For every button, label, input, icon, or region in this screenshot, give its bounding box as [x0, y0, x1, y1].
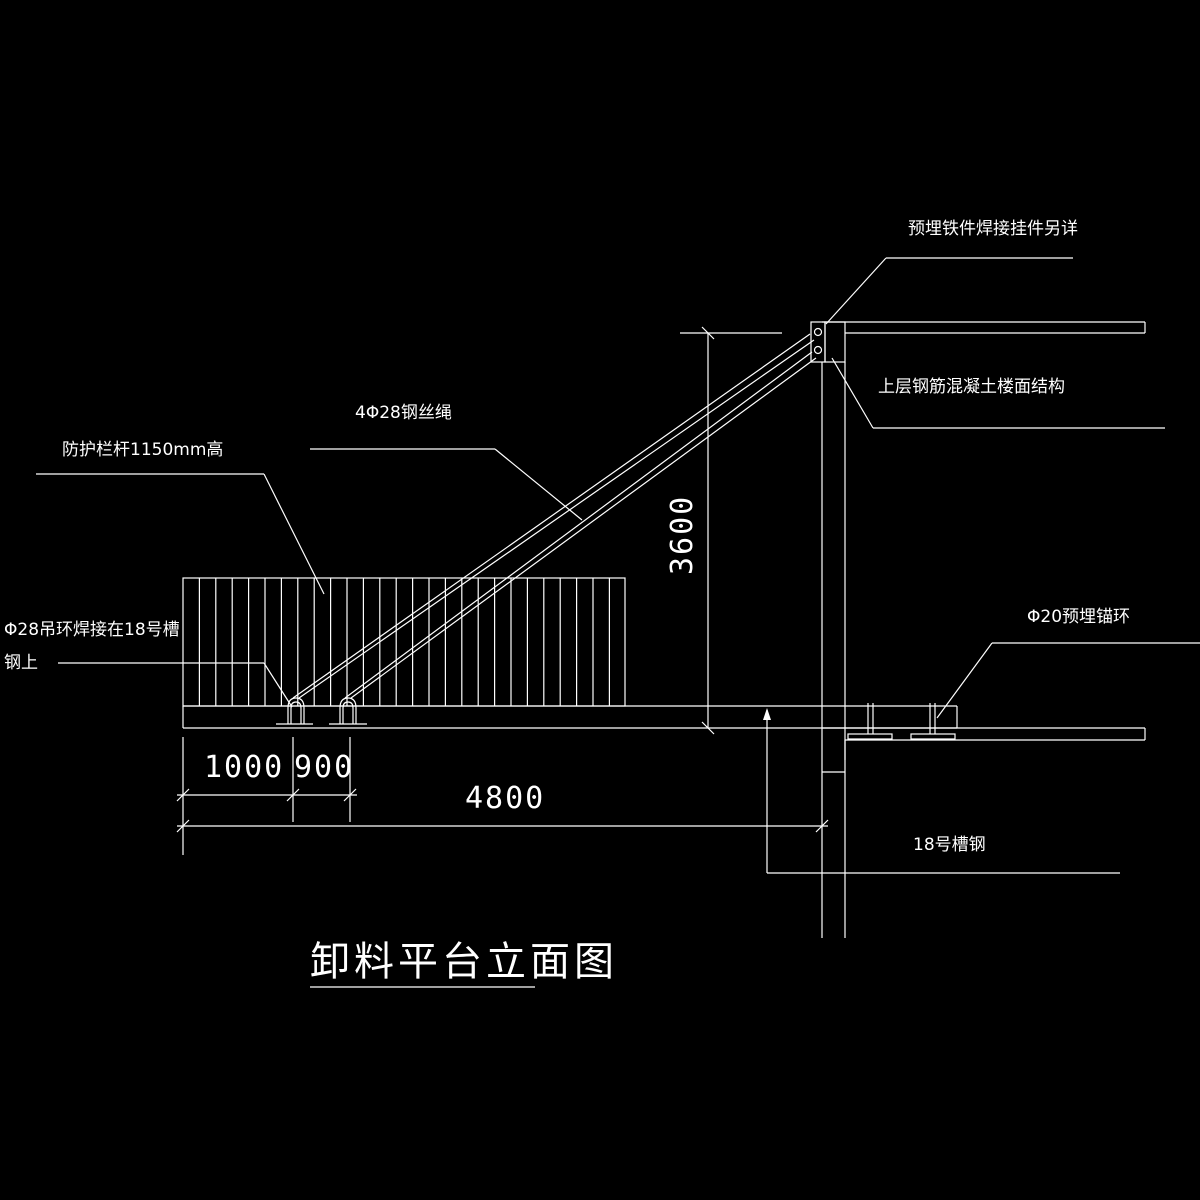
- label-channel-steel: 18号槽钢: [913, 835, 986, 855]
- drawing-title: 卸料平台立面图: [310, 939, 618, 985]
- guardrail: [182, 577, 626, 707]
- leader-guardrail: 防护栏杆1150mm高: [36, 440, 325, 595]
- label-lifting-ring-line1: Φ28吊环焊接在18号槽: [4, 620, 180, 640]
- embedded-plate: [810, 321, 846, 363]
- lifting-ring-2: [329, 697, 367, 725]
- anchor-ring-right: [910, 703, 956, 740]
- label-embedded-weld: 预埋铁件焊接挂件另详: [908, 219, 1078, 239]
- building-column: [821, 362, 846, 938]
- platform-beam: [182, 705, 958, 729]
- leader-lifting-ring: Φ28吊环焊接在18号槽 钢上: [4, 620, 293, 708]
- upper-floor-slab: [822, 321, 1146, 334]
- leader-anchor-ring: Φ20预埋锚环: [936, 607, 1200, 719]
- label-wire-rope: 4Φ28钢丝绳: [355, 403, 452, 423]
- label-lifting-ring-line2: 钢上: [4, 653, 38, 673]
- dimension-height-label: 3600: [665, 495, 700, 575]
- bolt-hole-lower: [813, 345, 823, 355]
- leader-channel-steel: 18号槽钢: [763, 708, 1120, 874]
- leader-embedded-weld: 预埋铁件焊接挂件另详: [825, 219, 1078, 325]
- leader-upper-floor: 上层钢筋混凝土楼面结构: [831, 357, 1165, 429]
- label-guardrail: 防护栏杆1150mm高: [62, 440, 223, 460]
- dimension-horizontal: 1000 900 4800: [176, 737, 829, 855]
- wire-ropes: [292, 333, 817, 699]
- dimension-span-2-label: 900: [294, 750, 354, 785]
- label-anchor-ring: Φ20预埋锚环: [1027, 607, 1130, 627]
- label-upper-floor: 上层钢筋混凝土楼面结构: [878, 377, 1065, 397]
- dimension-span-1-label: 1000: [204, 750, 284, 785]
- drawing-title-block: 卸料平台立面图: [310, 939, 618, 988]
- bolt-hole-upper: [813, 327, 823, 337]
- lower-floor-slab: [822, 727, 1146, 760]
- anchor-ring-left: [847, 703, 893, 740]
- dimension-total-label: 4800: [465, 781, 545, 816]
- dimension-height: 3600: [665, 326, 782, 735]
- leader-wire-rope: 4Φ28钢丝绳: [310, 403, 583, 521]
